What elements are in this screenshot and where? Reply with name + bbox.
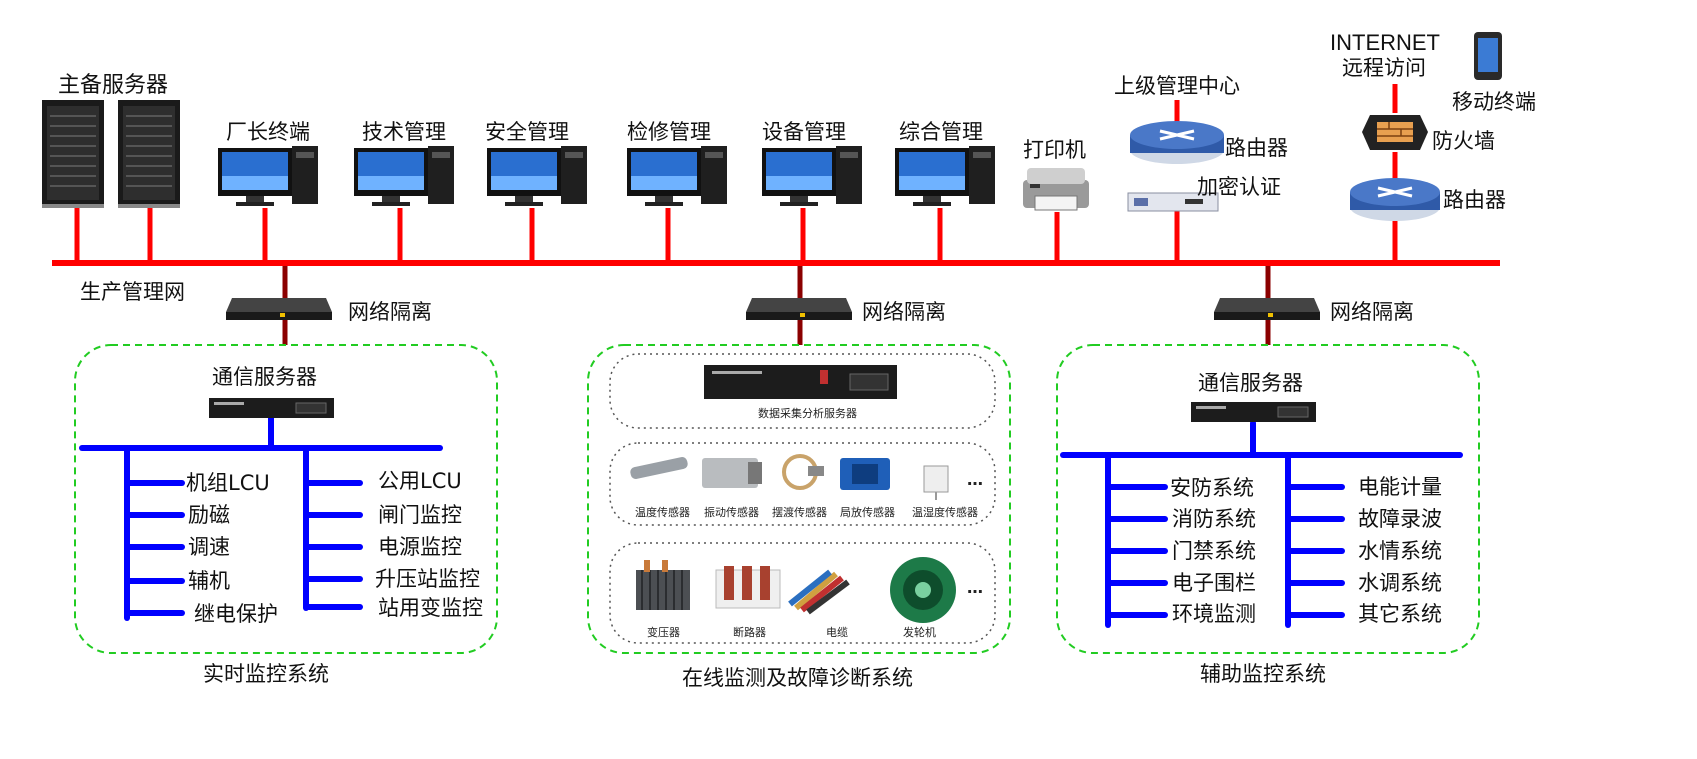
network-drops bbox=[74, 84, 1398, 263]
circuit-breaker-icon bbox=[715, 566, 781, 609]
realtime-item-governor: 调速 bbox=[188, 535, 230, 559]
router-label: 路由器 bbox=[1225, 136, 1288, 160]
equipment-label-cable: 电缆 bbox=[826, 626, 848, 639]
pc-icon bbox=[218, 146, 318, 206]
printer-label: 打印机 bbox=[1023, 138, 1086, 162]
aux-bus bbox=[1060, 420, 1463, 628]
mobile-terminal-label: 移动终端 bbox=[1452, 90, 1536, 114]
network-isolation-device-2 bbox=[746, 298, 852, 320]
realtime-item-common-lcu: 公用LCU bbox=[378, 469, 462, 493]
aux-item-electronic-fence: 电子围栏 bbox=[1172, 571, 1256, 595]
network-isolation-device-3 bbox=[1214, 298, 1320, 320]
realtime-item-auxiliary: 辅机 bbox=[188, 569, 230, 593]
humidity-sensor-icon bbox=[923, 465, 949, 500]
isolation-label-3: 网络隔离 bbox=[1330, 300, 1414, 324]
pc-icon bbox=[762, 146, 862, 206]
router-label-internet: 路由器 bbox=[1443, 188, 1506, 212]
group-borders bbox=[74, 344, 1480, 654]
data-acquisition-server-rack bbox=[704, 365, 897, 399]
firewall-icon bbox=[1362, 115, 1428, 150]
isolation-label-2: 网络隔离 bbox=[862, 300, 946, 324]
aux-group-title: 辅助监控系统 bbox=[1200, 662, 1326, 686]
network-isolation-device-1 bbox=[226, 298, 332, 320]
printer-icon bbox=[1023, 168, 1089, 211]
aux-item-water-dispatch: 水调系统 bbox=[1358, 571, 1442, 595]
firewall-label: 防火墙 bbox=[1432, 129, 1495, 153]
aux-item-fault-recording: 故障录波 bbox=[1358, 507, 1442, 531]
partial-discharge-sensor-icon bbox=[840, 458, 890, 490]
aux-item-water-regime: 水情系统 bbox=[1358, 539, 1442, 563]
cable-icon bbox=[788, 569, 850, 615]
equipment-label-breaker: 断路器 bbox=[733, 626, 766, 639]
terminal-label-general: 综合管理 bbox=[899, 120, 983, 144]
realtime-comm-server-label: 通信服务器 bbox=[212, 365, 317, 389]
encryption-device-icon bbox=[1127, 192, 1219, 212]
online-group-title: 在线监测及故障诊断系统 bbox=[682, 666, 913, 690]
sensor-ellipsis: … bbox=[967, 470, 983, 489]
pc-icon bbox=[487, 146, 587, 206]
pc-icon bbox=[627, 146, 727, 206]
terminal-label-equipment: 设备管理 bbox=[762, 120, 846, 144]
aux-item-other: 其它系统 bbox=[1358, 602, 1442, 626]
upper-center-label: 上级管理中心 bbox=[1114, 74, 1240, 98]
realtime-group-title: 实时监控系统 bbox=[203, 662, 329, 686]
temperature-sensor-icon bbox=[630, 457, 688, 479]
sensor-label-partial-discharge: 局放传感器 bbox=[840, 506, 895, 519]
isolation-label-1: 网络隔离 bbox=[348, 300, 432, 324]
router-icon-internet bbox=[1350, 178, 1440, 221]
aux-item-fire: 消防系统 bbox=[1172, 507, 1256, 531]
encryption-label: 加密认证 bbox=[1197, 175, 1281, 199]
equipment-label-transformer: 变压器 bbox=[647, 626, 680, 639]
realtime-item-booster-station: 升压站监控 bbox=[375, 567, 480, 591]
comm-server-rack-realtime bbox=[209, 398, 334, 418]
production-network-label: 生产管理网 bbox=[80, 280, 185, 304]
sensor-label-temperature: 温度传感器 bbox=[635, 506, 690, 519]
realtime-item-relay-protection: 继电保护 bbox=[194, 602, 278, 626]
transformer-icon bbox=[636, 560, 690, 610]
sensor-label-vibration: 振动传感器 bbox=[704, 506, 759, 519]
equipment-label-generator: 发轮机 bbox=[903, 626, 936, 639]
aux-item-energy-metering: 电能计量 bbox=[1358, 475, 1442, 499]
vibration-sensor-icon bbox=[702, 458, 762, 488]
realtime-bus bbox=[79, 415, 443, 621]
generator-icon bbox=[890, 557, 956, 623]
sensor-label-humidity: 温湿度传感器 bbox=[912, 506, 978, 519]
terminal-label-safety: 安全管理 bbox=[485, 120, 569, 144]
aux-item-environment: 环境监测 bbox=[1172, 602, 1256, 626]
realtime-item-power-monitor: 电源监控 bbox=[378, 535, 462, 559]
router-icon-upper bbox=[1130, 121, 1224, 164]
terminal-label-factory-director: 厂长终端 bbox=[226, 120, 310, 144]
pc-icon bbox=[354, 146, 454, 206]
terminal-label-maintenance: 检修管理 bbox=[627, 120, 711, 144]
aux-comm-server-label: 通信服务器 bbox=[1198, 371, 1303, 395]
realtime-item-gate-control: 闸门监控 bbox=[378, 503, 462, 527]
sensor-label-swing: 摆渡传感器 bbox=[772, 506, 827, 519]
terminal-label-tech: 技术管理 bbox=[362, 120, 446, 144]
pc-icon bbox=[895, 146, 995, 206]
mobile-phone-icon bbox=[1474, 32, 1502, 80]
aux-item-security: 安防系统 bbox=[1170, 476, 1254, 500]
aux-item-access-control: 门禁系统 bbox=[1172, 539, 1256, 563]
realtime-item-unit-lcu: 机组LCU bbox=[186, 471, 270, 495]
online-inner-boxes bbox=[609, 353, 996, 644]
server-icon-2 bbox=[118, 100, 180, 208]
pc-icons bbox=[218, 146, 995, 206]
realtime-item-station-transformer: 站用变监控 bbox=[378, 596, 483, 620]
remote-access-label: 远程访问 bbox=[1342, 56, 1426, 80]
equipment-ellipsis: … bbox=[967, 578, 983, 597]
realtime-item-excitation: 励磁 bbox=[188, 503, 230, 527]
comm-server-rack-aux bbox=[1191, 402, 1316, 422]
internet-label: INTERNET bbox=[1330, 30, 1440, 55]
data-acquisition-server-label: 数据采集分析服务器 bbox=[758, 407, 857, 420]
swing-sensor-icon bbox=[782, 454, 824, 490]
server-icon-1 bbox=[42, 100, 104, 208]
servers-label: 主备服务器 bbox=[58, 73, 169, 98]
